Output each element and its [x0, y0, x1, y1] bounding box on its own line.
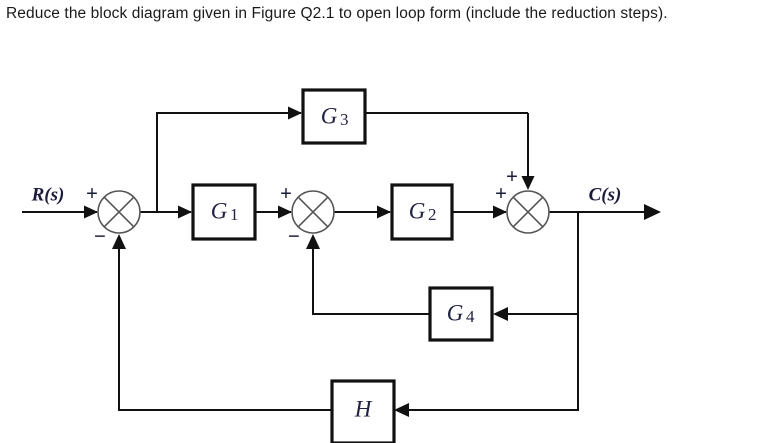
block-g1-label: G [211, 198, 228, 223]
block-g4-subscript: 4 [466, 307, 475, 326]
arrowhead-g3-into-sum3 [521, 176, 535, 190]
sum1-plus-sign: + [86, 181, 98, 205]
block-g4-label: G [447, 300, 464, 325]
arrowhead-h-into-sum1 [112, 234, 126, 249]
arrowhead-into-g3 [288, 106, 302, 120]
block-g1 [191, 183, 257, 241]
sum3-plus-sign-top: + [506, 164, 518, 188]
sum2-minus-sign: − [288, 224, 300, 248]
summing-junction-2-cross-b [297, 196, 329, 228]
block-h [330, 379, 396, 443]
arrowhead-sum2-to-g2 [377, 205, 391, 219]
block-g4 [428, 286, 494, 342]
block-g3 [301, 88, 367, 145]
block-g2 [390, 183, 454, 241]
sum1-minus-sign: − [94, 224, 106, 248]
output-signal-label: C(s) [589, 184, 622, 205]
summing-junction-3-cross-b [512, 196, 544, 228]
block-h-label: H [354, 396, 373, 421]
block-g2-subscript: 2 [428, 205, 437, 224]
summing-junction-2 [291, 190, 335, 234]
input-signal-label: R(s) [31, 184, 65, 205]
sum2-plus-sign: + [280, 181, 292, 205]
question-text: Reduce the block diagram given in Figure… [6, 5, 668, 22]
arrowhead-g4-into-sum2 [306, 234, 320, 249]
summing-junction-1-cross-b [103, 196, 135, 228]
arrowhead-output [644, 204, 661, 220]
summing-junction-1 [97, 190, 141, 234]
block-g3-label: G [321, 103, 338, 128]
block-g3-subscript: 3 [340, 110, 349, 129]
block-g2-label: G [409, 198, 426, 223]
arrowhead-input-to-sum1 [84, 205, 98, 219]
arrowhead-g1-to-sum2 [278, 205, 292, 219]
sum3-plus-sign-left: + [495, 181, 507, 205]
arrowhead-g2-to-sum3 [493, 205, 507, 219]
arrowhead-sum1-to-g1 [178, 205, 192, 219]
block-g1-subscript: 1 [230, 205, 239, 224]
summing-junction-3 [506, 190, 550, 234]
arrowhead-into-g4 [493, 307, 508, 321]
arrowhead-into-h [394, 403, 409, 417]
